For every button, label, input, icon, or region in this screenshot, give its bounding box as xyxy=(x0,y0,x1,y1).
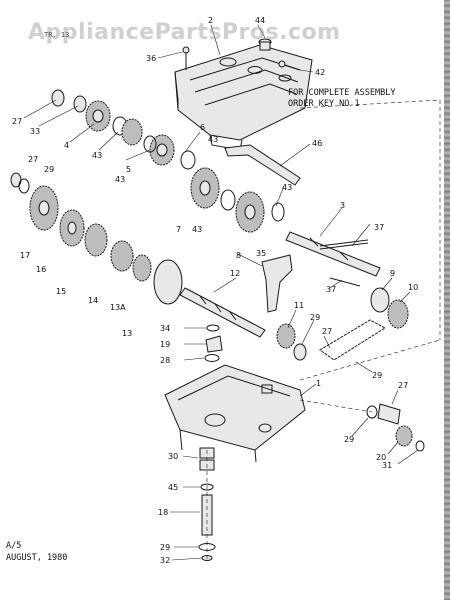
bolt-36 xyxy=(182,46,190,70)
callout-labels: 44 2 36 42 27 33 4 43 6 43 5 43 46 27 29… xyxy=(12,16,418,565)
callout-42: 42 xyxy=(315,68,325,77)
callout-13a: 13A xyxy=(110,303,126,312)
callout-29-a: 29 xyxy=(44,165,54,174)
callout-4: 4 xyxy=(64,141,69,150)
header-code: TR. 13 xyxy=(44,31,70,39)
callout-29-d: 29 xyxy=(160,543,170,552)
callout-28-b: 29 xyxy=(372,371,382,380)
callout-13: 13 xyxy=(122,329,132,338)
callout-6: 6 xyxy=(200,123,205,132)
callout-44: 44 xyxy=(255,16,265,25)
callout-30: 30 xyxy=(168,452,178,461)
callout-11: 11 xyxy=(294,301,304,310)
callout-9: 9 xyxy=(390,269,395,278)
callout-46: 46 xyxy=(312,139,322,148)
callout-12: 12 xyxy=(230,269,240,278)
callout-37-a: 37 xyxy=(374,223,384,232)
callout-2: 2 xyxy=(208,16,213,25)
callout-20-a: 20 xyxy=(376,453,386,462)
callout-31: 31 xyxy=(382,461,392,470)
callout-19: 19 xyxy=(160,340,170,349)
callout-43-c: 43 xyxy=(115,175,125,184)
callout-34: 34 xyxy=(160,324,170,333)
callout-37-b: 37 xyxy=(326,285,336,294)
chain-28 xyxy=(319,319,386,361)
key-37-lower xyxy=(329,277,361,287)
upper-gear-row xyxy=(51,89,196,170)
key-37-upper xyxy=(319,239,369,250)
leader-lines xyxy=(23,24,419,561)
callout-43-e: 43 xyxy=(282,183,292,192)
shaft-3 xyxy=(285,231,381,277)
callout-7: 7 xyxy=(176,225,181,234)
callout-27-a: 27 xyxy=(12,117,22,126)
callout-29-b: 29 xyxy=(310,313,320,322)
sprockets xyxy=(276,287,409,361)
callout-8: 8 xyxy=(236,251,241,260)
shifter-35 xyxy=(261,254,293,313)
callout-36: 36 xyxy=(146,54,156,63)
assembly-note: FOR COMPLETE ASSEMBLY ORDER KEY NO 1 xyxy=(288,88,395,110)
callout-27-c: 27 xyxy=(322,327,332,336)
footer-code: A/5 xyxy=(6,541,22,551)
callout-32: 32 xyxy=(160,556,170,565)
callout-35: 35 xyxy=(256,249,266,258)
callout-43-d: 43 xyxy=(192,225,202,234)
callout-16: 16 xyxy=(36,265,46,274)
scan-edge xyxy=(444,0,450,600)
callout-17: 17 xyxy=(20,251,30,260)
bevel-parts xyxy=(204,324,223,362)
callout-27-d: 27 xyxy=(398,381,408,390)
footer-date: AUGUST, 1980 xyxy=(6,553,68,563)
output-parts xyxy=(366,403,425,452)
shaft-12 xyxy=(179,287,266,338)
callout-28-a: 28 xyxy=(160,356,170,365)
assembly-note-line2: ORDER KEY NO 1 xyxy=(288,99,360,109)
callout-43-a: 43 xyxy=(92,151,102,160)
callout-1: 1 xyxy=(316,379,321,388)
callout-43-b: 43 xyxy=(208,135,218,144)
callout-27-b: 27 xyxy=(28,155,38,164)
callout-18: 18 xyxy=(158,508,168,517)
callout-5: 5 xyxy=(126,165,131,174)
callout-14: 14 xyxy=(88,296,98,305)
screw-42 xyxy=(278,60,301,71)
alignment-lines xyxy=(206,99,441,560)
callout-29-c: 29 xyxy=(344,435,354,444)
callout-33: 33 xyxy=(30,127,40,136)
watermark: AppliancePartsPros.com xyxy=(28,20,341,45)
breather-cap xyxy=(258,38,272,51)
assembly-note-line1: FOR COMPLETE ASSEMBLY xyxy=(288,88,396,98)
bracket-46 xyxy=(224,144,301,186)
callout-3: 3 xyxy=(340,201,345,210)
callout-45: 45 xyxy=(168,483,178,492)
callout-10: 10 xyxy=(408,283,418,292)
callout-15: 15 xyxy=(56,287,66,296)
middle-gear-row xyxy=(10,167,285,305)
lower-case-1 xyxy=(164,364,306,463)
